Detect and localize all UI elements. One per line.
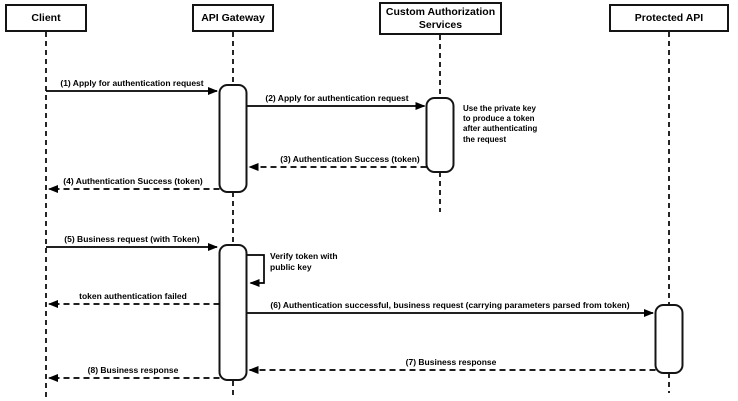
message-label-self-verify-token: Verify token with public key xyxy=(270,251,338,272)
activation-bar-api-gateway-1 xyxy=(218,84,248,193)
participant-api-gateway-label: API Gateway xyxy=(201,11,265,24)
message-label-7: (7) Business response xyxy=(405,357,497,367)
message-label-4: (4) Authentication Success (token) xyxy=(63,176,203,186)
message-label-auth-failed: token authentication failed xyxy=(79,291,187,301)
activation-bar-custom-auth xyxy=(425,97,455,173)
participant-client-label: Client xyxy=(31,11,61,24)
message-label-8: (8) Business response xyxy=(87,365,179,375)
participant-protected-api: Protected API xyxy=(609,4,729,32)
participant-api-gateway: API Gateway xyxy=(192,4,274,32)
message-label-1: (1) Apply for authentication request xyxy=(60,78,204,88)
activation-bar-protected-api xyxy=(654,304,684,374)
activation-bar-api-gateway-2 xyxy=(218,244,248,381)
participant-protected-api-label: Protected API xyxy=(634,11,704,24)
message-label-3: (3) Authentication Success (token) xyxy=(280,154,420,164)
message-label-6: (6) Authentication successful, business … xyxy=(270,300,630,310)
participant-client: Client xyxy=(5,4,87,32)
note-use-private-key: Use the private key to produce a token a… xyxy=(463,104,538,144)
message-label-5: (5) Business request (with Token) xyxy=(64,234,200,244)
participant-custom-auth-services: Custom Authorization Services xyxy=(379,2,502,35)
participant-custom-auth-services-label: Custom Authorization Services xyxy=(385,6,496,31)
arrow-self-message xyxy=(247,254,265,287)
message-label-2: (2) Apply for authentication request xyxy=(265,93,409,103)
